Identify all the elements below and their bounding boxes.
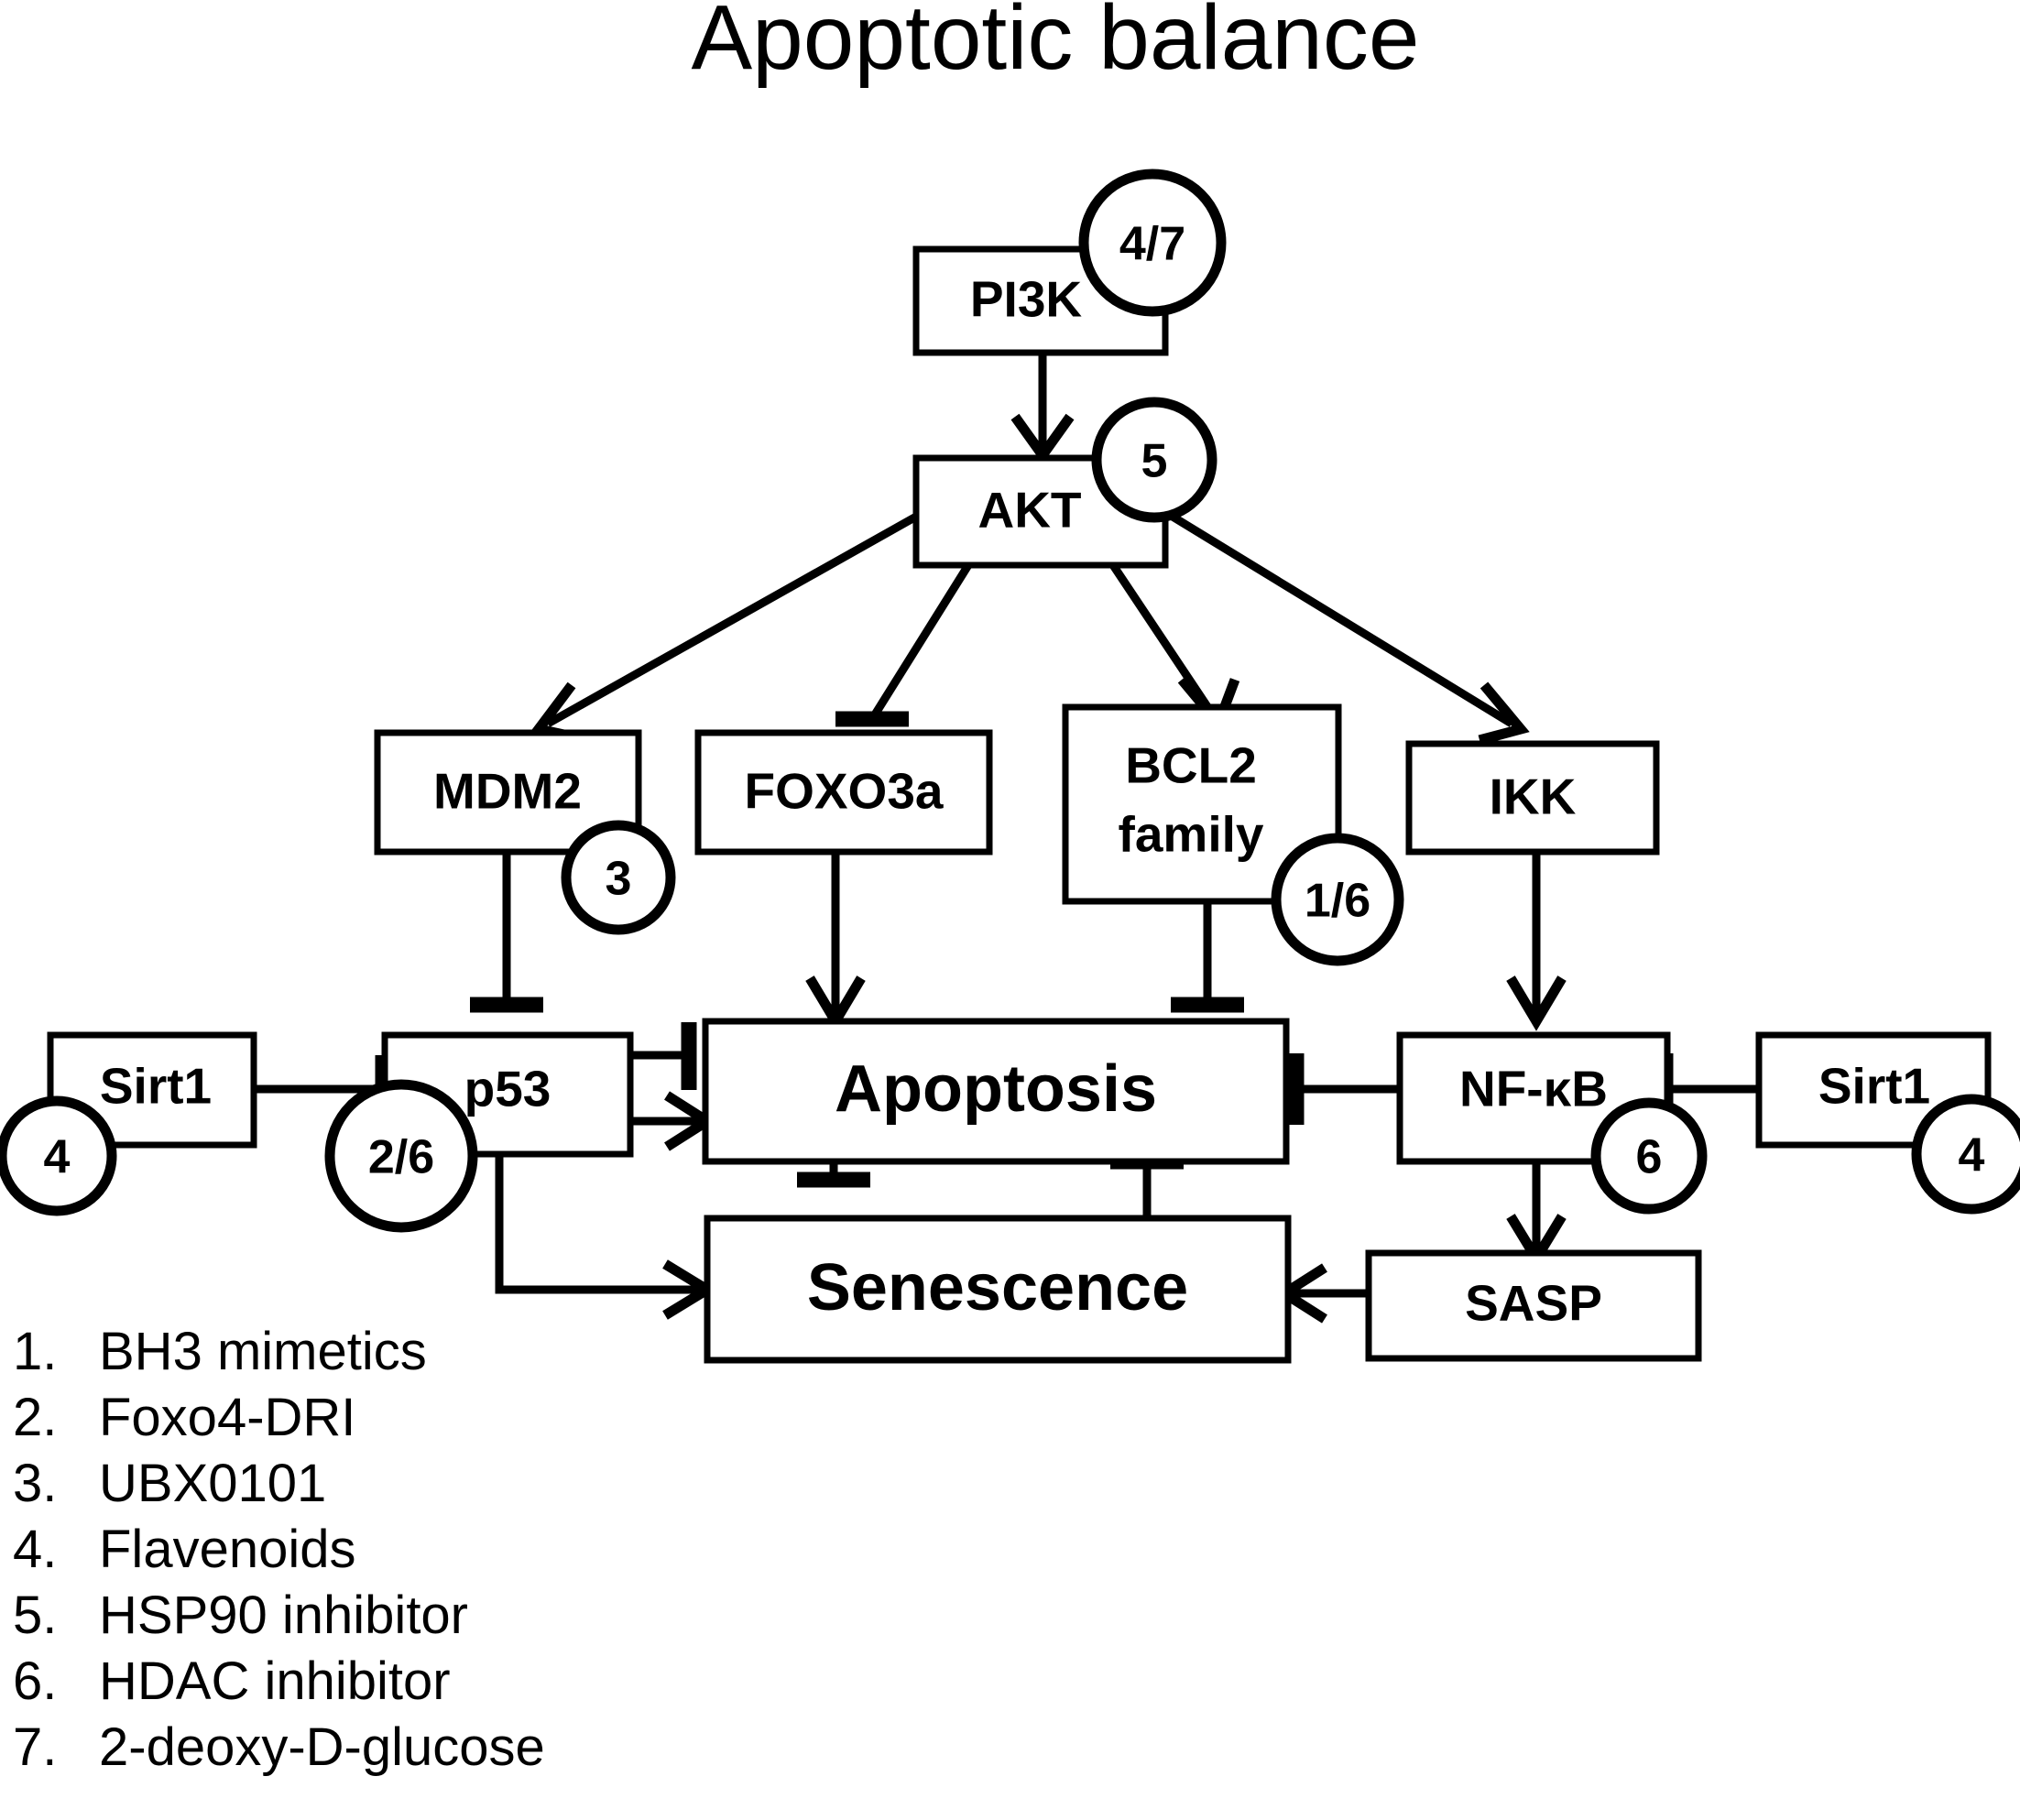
legend-item-number: 1. [13,1322,57,1381]
badge-sirt1-left-label: 4 [44,1131,71,1184]
badge-bcl2-label: 1/6 [1305,875,1370,928]
legend-item: 7. 2-deoxy-D-glucose [13,1717,545,1777]
legend-item-number: 5. [13,1586,57,1645]
legend-item: 6. HDAC inhibitor [13,1651,451,1711]
node-sasp[interactable]: SASP [1365,1249,1702,1362]
legend-item: 5. HSP90 inhibitor [13,1586,468,1645]
legend-item: 4. Flavenoids [13,1520,355,1579]
badge-nfkb: 6 [1590,1097,1708,1215]
legend-item-number: 6. [13,1651,57,1711]
legend-item-number: 4. [13,1520,57,1579]
node-sirt1-right-label: Sirt1 [1818,1058,1930,1115]
badge-sirt1-right-label: 4 [1959,1129,1985,1182]
legend-item-text: HSP90 inhibitor [99,1586,468,1645]
legend-item: 3. UBX0101 [13,1454,326,1513]
legend-item-text: BH3 mimetics [99,1322,427,1381]
node-apoptosis-label: Apoptosis [835,1052,1157,1126]
badge-mdm2-label: 3 [606,853,632,906]
edge-bcl2-to-apoptosis [1171,901,1244,1013]
legend-item-number: 7. [13,1717,57,1777]
legend-item-text: Flavenoids [99,1520,355,1579]
node-bcl2-label-line1: BCL2 [1125,737,1257,794]
node-foxo3a-label: FOXO3a [744,763,943,820]
edge-nfkb-to-sasp [1506,1161,1567,1269]
node-p53-label: p53 [464,1061,551,1117]
legend-item-number: 2. [13,1388,57,1447]
node-sirt1-left-label: Sirt1 [100,1058,212,1115]
edge-akt-to-bcl2 [1109,562,1240,734]
node-apoptosis[interactable]: Apoptosis [702,1018,1290,1165]
node-sasp-label: SASP [1465,1275,1602,1332]
badge-p53: 2/6 [324,1079,478,1233]
badge-sirt1-left: 4 [0,1095,117,1216]
legend-item-text: HDAC inhibitor [99,1651,451,1711]
edge-foxo3a-to-apoptosis [805,852,866,1031]
legend-item-number: 3. [13,1454,57,1513]
badge-bcl2-family: 1/6 [1271,833,1404,966]
node-akt-label: AKT [977,482,1081,539]
node-ikk-label: IKK [1490,768,1577,825]
edge-akt-to-mdm2 [530,513,919,744]
badge-pi3k-label: 4/7 [1119,218,1185,271]
node-pi3k-label: PI3K [970,271,1083,328]
badge-akt-label: 5 [1141,435,1168,488]
edge-p53-to-senescence [495,1154,717,1320]
badge-pi3k: 4/7 [1078,169,1227,317]
legend-item: 2. Foxo4-DRI [13,1388,355,1447]
node-foxo3a[interactable]: FOXO3a [694,729,993,856]
badge-akt: 5 [1091,397,1217,523]
edge-nfkb-to-apoptosis [1288,1053,1411,1125]
legend-list: 1. BH3 mimetics 2. Foxo4-DRI 3. UBX0101 … [13,1322,545,1777]
node-senescence-label: Senescence [807,1251,1188,1324]
node-mdm2-label: MDM2 [433,763,582,820]
badge-mdm2: 3 [561,820,676,935]
legend-item-text: 2-deoxy-D-glucose [99,1717,545,1777]
legend-item-text: Foxo4-DRI [99,1388,355,1447]
node-mdm2[interactable]: MDM2 [374,729,642,856]
edge-p53-to-apoptosis-activate [628,1091,717,1151]
node-ikk[interactable]: IKK [1405,740,1660,856]
node-nfkb-label: NF-κB [1459,1061,1608,1117]
edge-sasp-to-senescence [1274,1263,1369,1324]
legend-item: 1. BH3 mimetics [13,1322,427,1381]
node-bcl2-label-line2: family [1119,806,1264,863]
badge-p53-label: 2/6 [368,1131,434,1184]
node-senescence[interactable]: Senescence [704,1215,1292,1364]
page-title: Apoptotic balance [691,0,1419,89]
edge-akt-to-ikk [1170,513,1530,746]
edge-mdm2-to-p53 [470,852,543,1013]
edge-p53-to-apoptosis-inhibit [628,1022,697,1090]
badge-nfkb-label: 6 [1636,1131,1663,1184]
badge-sirt1-right: 4 [1911,1094,2020,1215]
edge-ikk-to-nfkb [1506,852,1567,1031]
edge-akt-to-foxo3a [835,562,972,727]
edge-pi3k-to-akt [1010,353,1075,464]
legend-item-text: UBX0101 [99,1454,326,1513]
